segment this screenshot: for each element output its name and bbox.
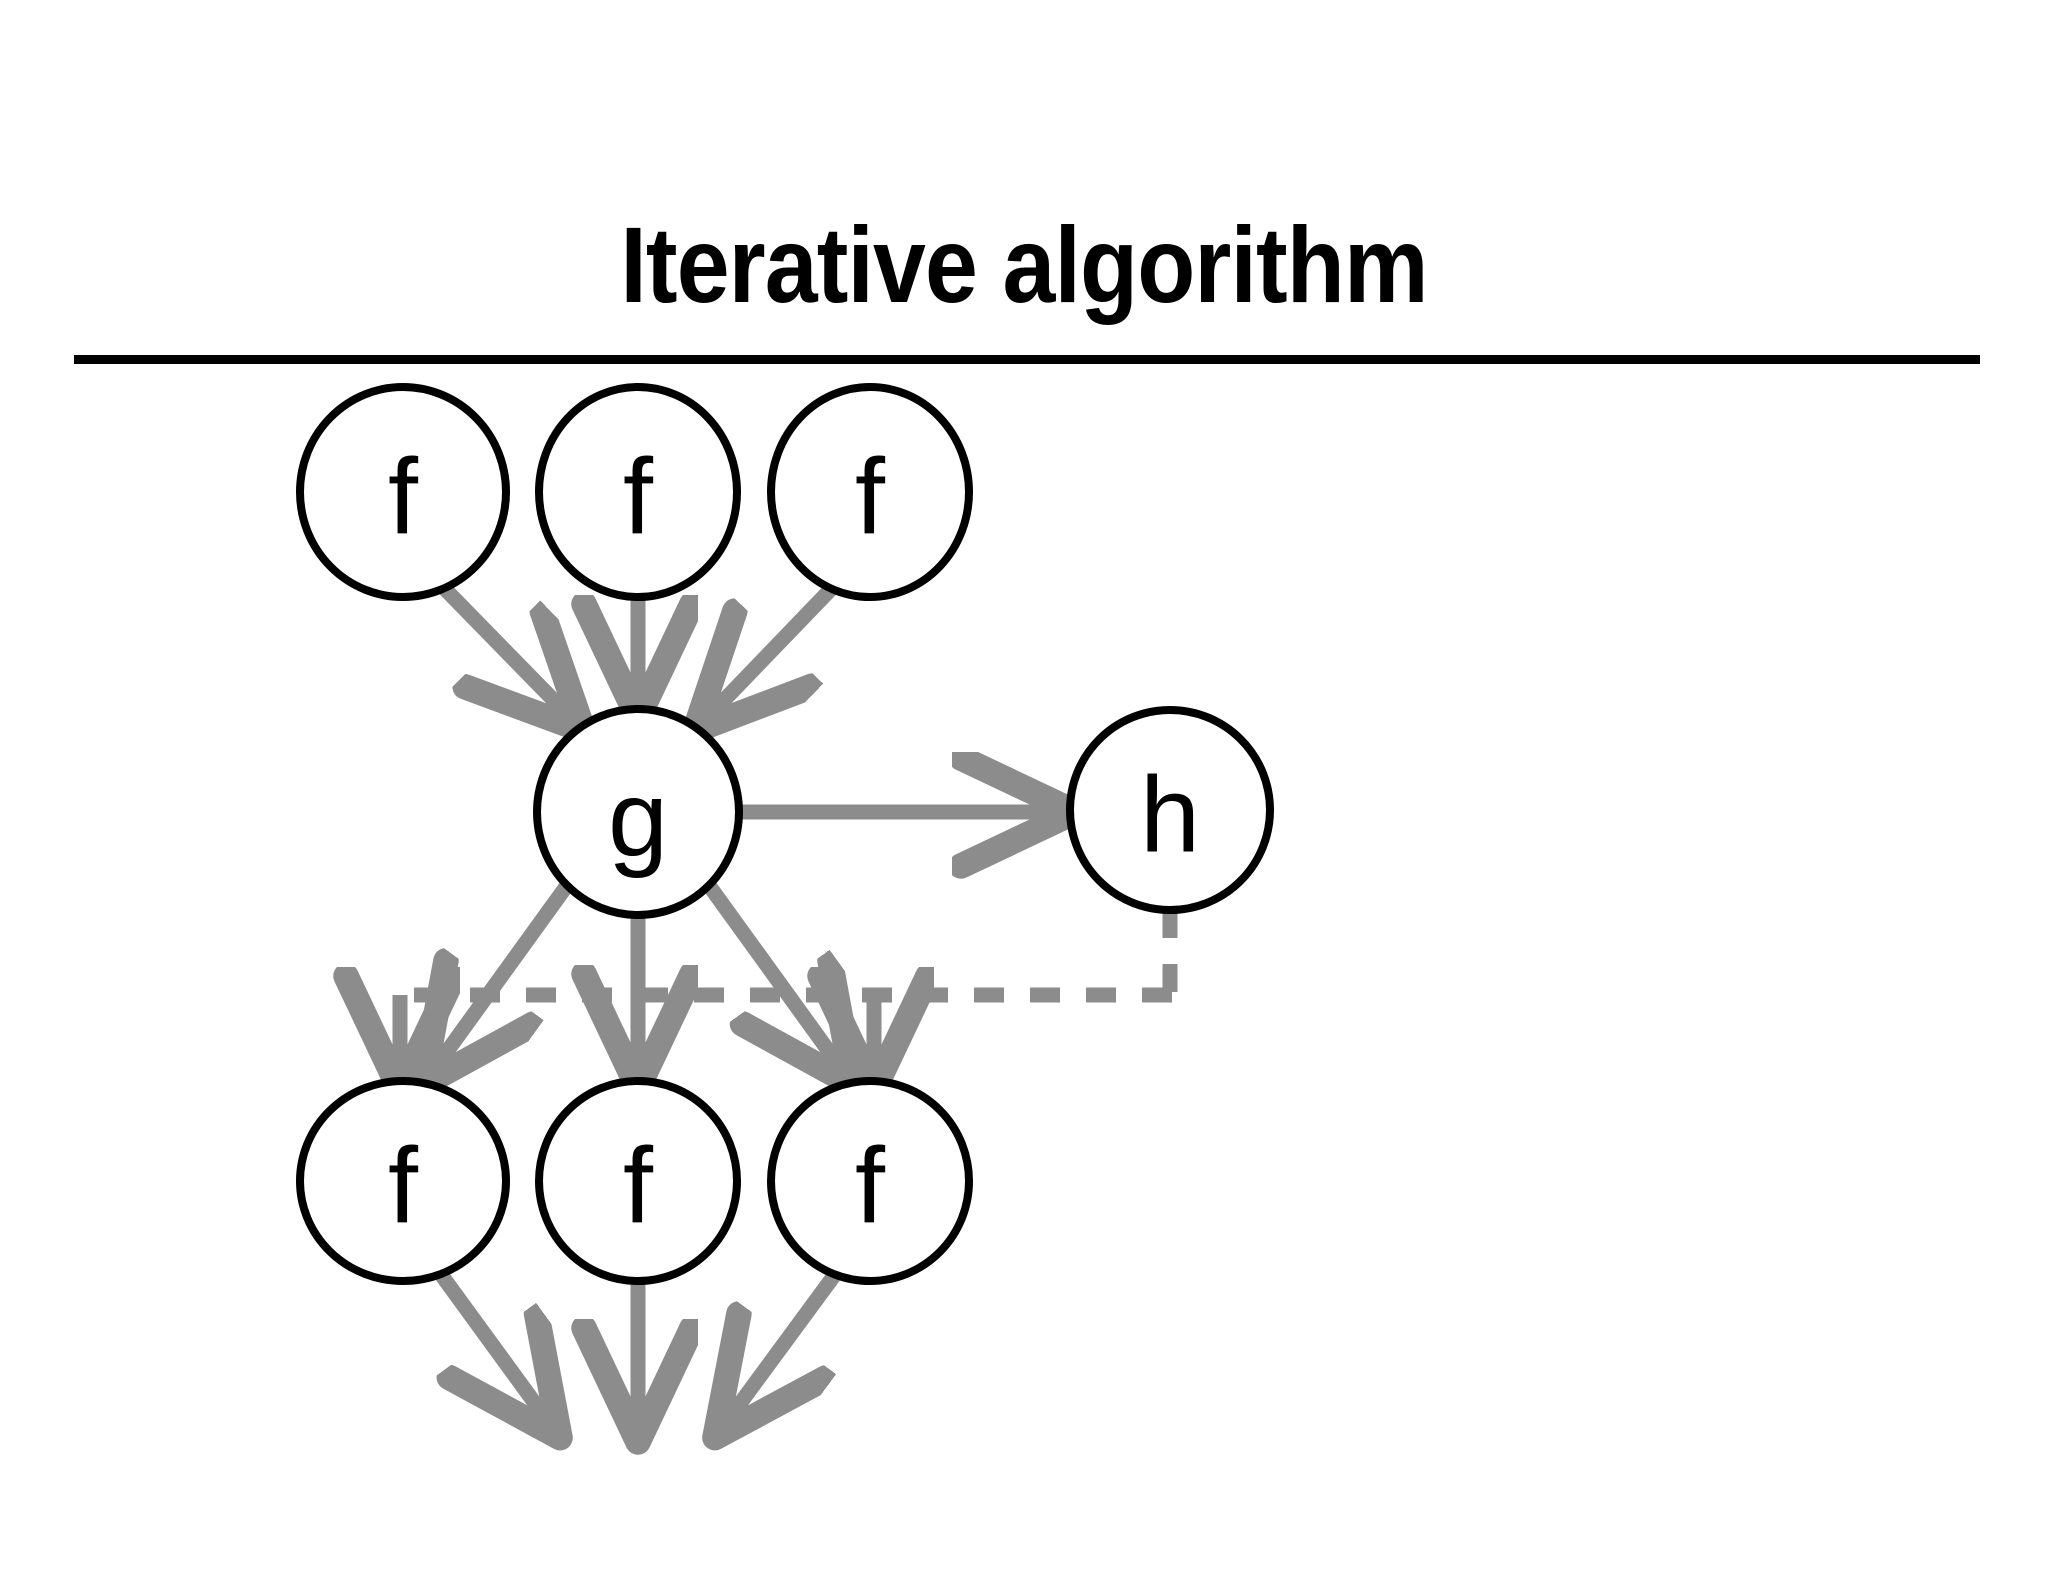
node-h[interactable]: h [1066,706,1274,914]
node-f-top-1[interactable]: f [296,383,510,601]
node-label: f [623,1125,654,1246]
node-circle [533,705,743,919]
node-label: f [855,436,886,557]
node-circle [296,1077,510,1285]
edge-g-to-f-bottom-1 [430,879,575,1075]
edge-f-top-1-to-g [438,582,575,722]
node-label: g [608,758,668,879]
edge-f-top-3-to-g [703,582,838,722]
title-underline-rule [74,355,1980,364]
node-circle [767,1077,973,1285]
node-f-bottom-2[interactable]: f [535,1077,741,1285]
node-g[interactable]: g [533,705,743,919]
node-f-top-3[interactable]: f [767,383,973,601]
node-circle [535,383,741,601]
node-label: f [855,1125,886,1246]
edge-f-bottom-1-output [433,1268,553,1428]
page-title: Iterative algorithm [620,204,1428,325]
edge-layer [396,582,1178,1430]
node-f-top-2[interactable]: f [535,383,741,601]
node-circle [767,383,973,601]
edge-g-to-f-bottom-3 [701,879,846,1075]
node-label: f [623,436,654,557]
node-layer: f f f g h f [296,383,1274,1285]
node-f-bottom-1[interactable]: f [296,1077,510,1285]
node-f-bottom-3[interactable]: f [767,1077,973,1285]
node-circle [535,1077,741,1285]
node-label: h [1140,754,1200,875]
node-label: f [388,1125,419,1246]
node-circle [1066,706,1274,914]
node-label: f [388,436,419,557]
edge-f-bottom-3-output [722,1268,843,1428]
node-circle [296,383,510,601]
